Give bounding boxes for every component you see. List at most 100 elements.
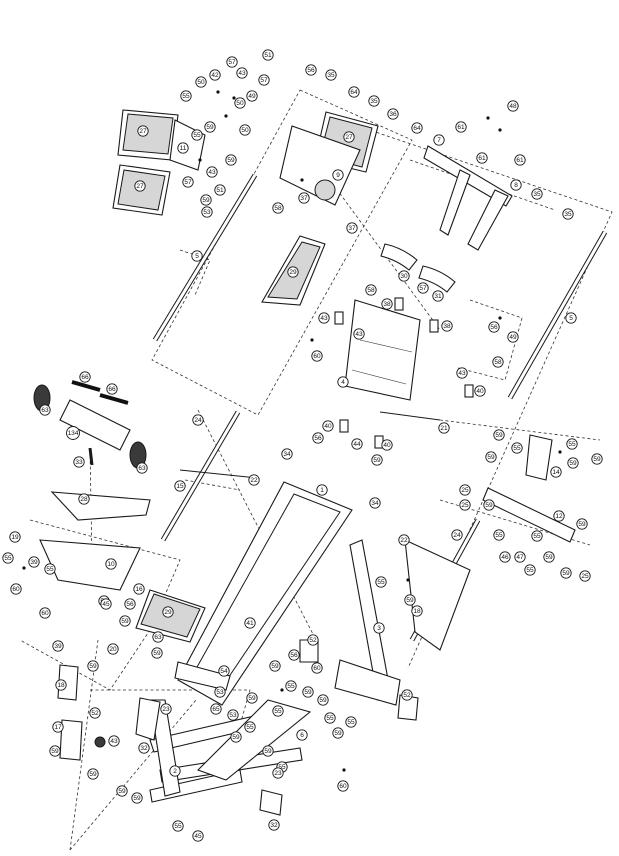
callout-circle [381,298,393,310]
callout-number: 43 [458,370,466,377]
callout-number: 59 [118,788,126,795]
part-callout: 59 [483,499,495,511]
part-callout: 56 [124,598,136,610]
callout-circle [269,660,281,672]
callout-number: 27 [139,128,147,135]
part-callout: 59 [119,615,131,627]
callout-circle [576,518,588,530]
callout-circle [225,154,237,166]
part-callout: 59 [485,451,497,463]
callout-number: 59 [232,734,240,741]
part-callout: 38 [441,320,453,332]
callout-number: 44 [353,441,361,448]
callout-circle [332,727,344,739]
callout-circle [244,617,256,629]
part-callout: 52 [401,689,413,701]
part-callout: 22 [248,474,260,486]
part-callout: 61 [476,152,488,164]
carriage [334,297,474,449]
callout-number: 7 [437,137,441,144]
callout-circle [474,385,486,397]
part-callout: 60 [337,780,349,792]
callout-number: 54 [220,668,228,675]
callout-number: 59 [485,502,493,509]
callout-circle [136,462,148,474]
part-callout: 59 [332,727,344,739]
callout-circle [174,480,186,492]
callout-number: 9 [336,172,340,179]
callout-circle [311,662,323,674]
callout-circle [317,694,329,706]
part-callout: 12 [553,510,565,522]
callout-number: 59 [562,570,570,577]
callout-number: 27 [136,183,144,190]
part-callout: 55 [375,576,387,588]
callout-circle [49,745,61,757]
part-callout: 23 [160,703,172,715]
part-callout: 55 [2,552,14,564]
part-callout: 61 [455,121,467,133]
callout-number: 17 [54,724,62,731]
callout-number: 25 [461,487,469,494]
part-callout: 49 [507,331,519,343]
callout-number: 134 [68,430,79,437]
callout-number: 55 [347,719,355,726]
callout-number: 34 [283,451,291,458]
callout-number: 6 [300,732,304,739]
callout-number: 37 [348,225,356,232]
callout-number: 39 [30,559,38,566]
callout-circle [226,56,238,68]
part-callout: 25 [459,484,471,496]
callout-circle [195,76,207,88]
callout-circle [100,598,112,610]
callout-circle [550,466,562,478]
callout-circle [192,414,204,426]
callout-circle [39,607,51,619]
callout-number: 3 [377,625,381,632]
callout-number: 32 [140,745,148,752]
callout-circle [524,564,536,576]
callout-number: 59 [51,748,59,755]
part-callout: 59 [87,768,99,780]
part-callout: 25 [579,570,591,582]
part-callout: 66 [79,371,91,383]
callout-number: 55 [246,724,254,731]
part-callout: 35 [368,95,380,107]
callout-circle [411,605,423,617]
part-callout: 43 [108,735,120,747]
callout-number: 57 [260,77,268,84]
callout-number: 24 [194,417,202,424]
callout-number: 19 [11,534,19,541]
callout-number: 59 [495,432,503,439]
callout-number: 59 [487,454,495,461]
callout-circle [210,703,222,715]
callout-circle [565,312,577,324]
part-callout: 45 [192,830,204,842]
callout-circle [204,121,216,133]
part-callout: 33 [73,456,85,468]
part-callout: 63 [39,404,51,416]
part-callout: 57 [258,74,270,86]
callout-circle [455,121,467,133]
callout-number: 65 [212,706,220,713]
callout-number: 55 [377,579,385,586]
callout-circle [287,266,299,278]
callout-number: 63 [154,634,162,641]
callout-circle [285,680,297,692]
callout-number: 5 [569,315,573,322]
part-callout: 41 [244,617,256,629]
callout-circle [248,474,260,486]
part-callout: 43 [456,367,468,379]
callout-circle [151,647,163,659]
callout-circle [133,583,145,595]
part-callout: 31 [432,290,444,302]
part-callout: 59 [225,154,237,166]
part-callout: 63 [152,631,164,643]
callout-circle [312,432,324,444]
callout-number: 50 [197,79,205,86]
callout-circle [2,552,14,564]
callout-number: 38 [443,323,451,330]
guide-rods [152,173,608,642]
callout-circle [105,558,117,570]
callout-number: 53 [229,712,237,719]
